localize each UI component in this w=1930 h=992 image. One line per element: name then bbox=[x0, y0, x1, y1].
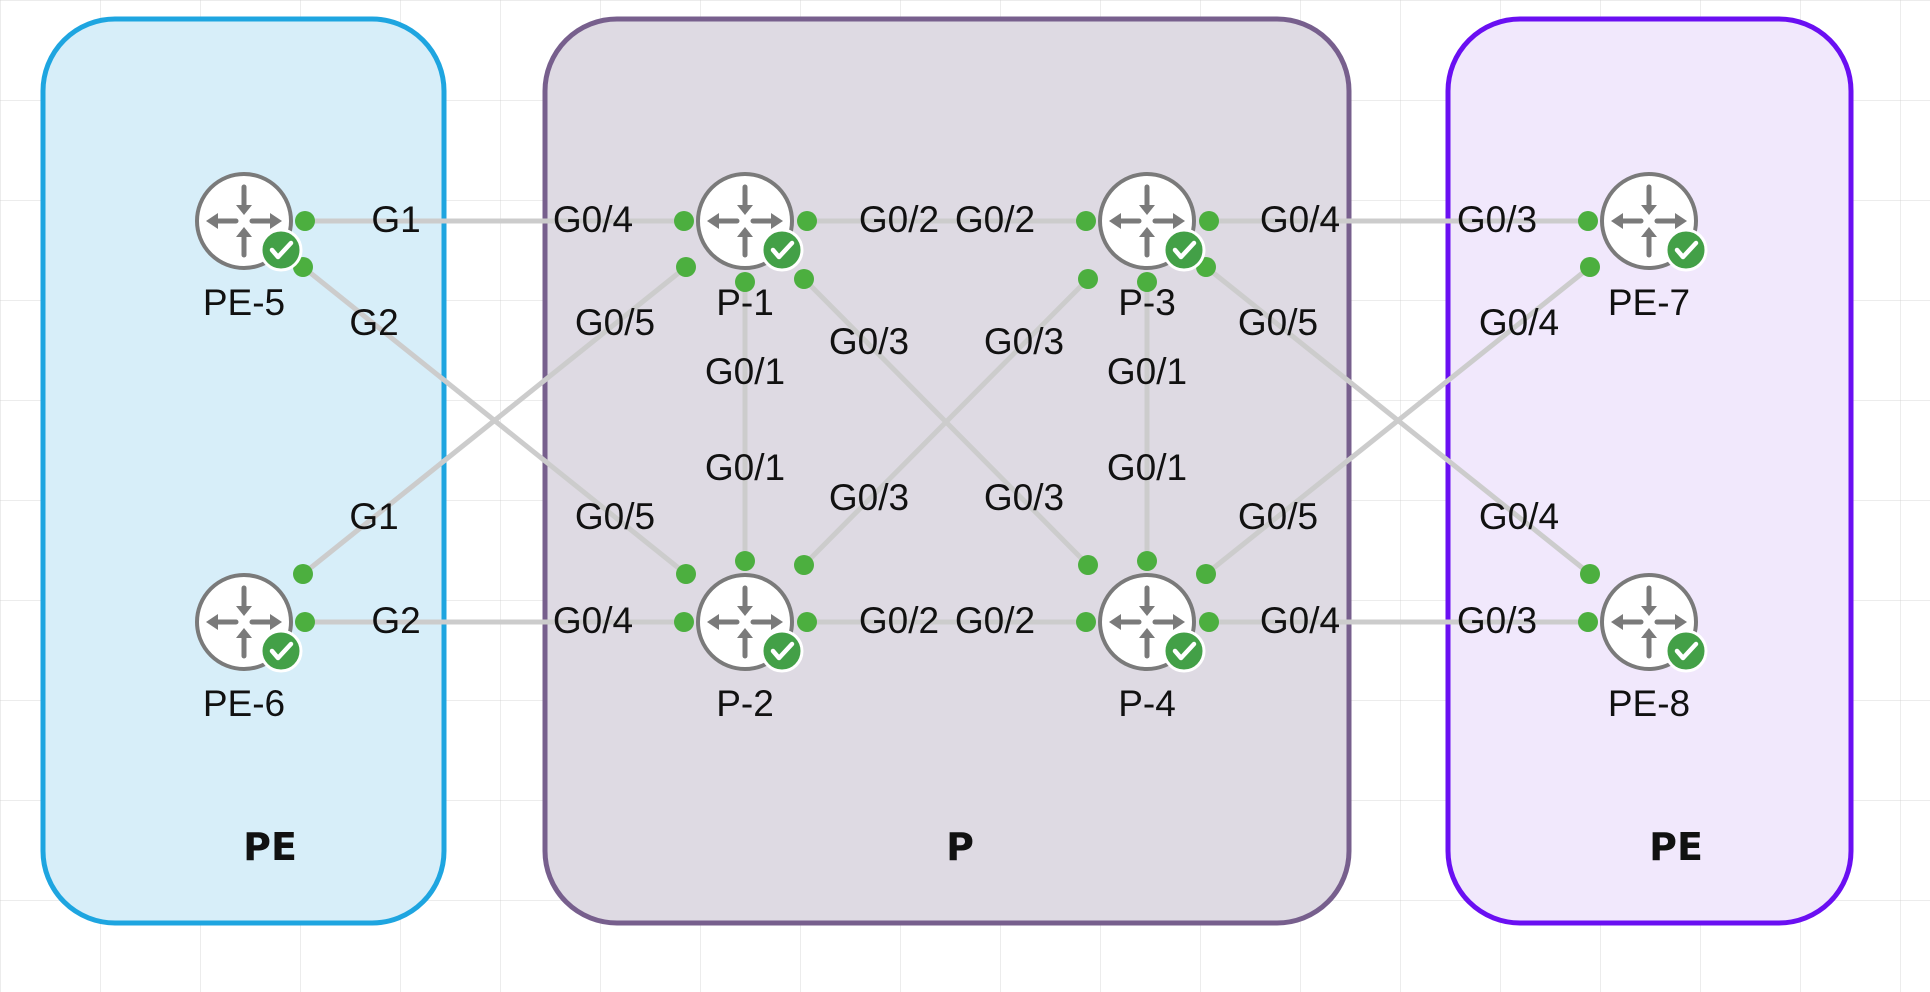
group-pe-right-box bbox=[1445, 16, 1854, 926]
port-label: G0/1 bbox=[705, 447, 785, 488]
port-dot[interactable] bbox=[1578, 612, 1598, 632]
group-pe-left-title: PE bbox=[243, 825, 297, 869]
group-pe-right-title: PE bbox=[1649, 825, 1703, 869]
node-pe-6[interactable]: PE-6 bbox=[197, 575, 301, 724]
port-dot[interactable] bbox=[1137, 551, 1157, 571]
ok-check-icon bbox=[261, 230, 301, 270]
port-label: G0/1 bbox=[705, 351, 785, 392]
port-dot[interactable] bbox=[293, 564, 313, 584]
link-p4-pe7[interactable] bbox=[1204, 265, 1592, 576]
node-label: PE-8 bbox=[1608, 683, 1690, 724]
port-label: G1 bbox=[371, 199, 420, 240]
group-pe-right[interactable]: PE bbox=[1445, 16, 1854, 926]
node-pe-8[interactable]: PE-8 bbox=[1602, 575, 1706, 724]
port-dot[interactable] bbox=[674, 211, 694, 231]
port-label: G0/3 bbox=[984, 321, 1064, 362]
port-label: G0/4 bbox=[553, 600, 633, 641]
port-label: G0/4 bbox=[1479, 496, 1559, 537]
port-label: G1 bbox=[349, 496, 398, 537]
group-p-core[interactable]: P bbox=[542, 16, 1352, 926]
port-dot[interactable] bbox=[676, 257, 696, 277]
port-dot[interactable] bbox=[1199, 612, 1219, 632]
port-dot[interactable] bbox=[797, 211, 817, 231]
port-dot[interactable] bbox=[1580, 564, 1600, 584]
link-p2-p3[interactable] bbox=[802, 277, 1090, 567]
link-pe6-p1[interactable] bbox=[301, 265, 688, 576]
node-label: P-3 bbox=[1118, 282, 1176, 323]
port-label: G0/2 bbox=[859, 600, 939, 641]
port-dot[interactable] bbox=[794, 269, 814, 289]
port-label: G0/5 bbox=[575, 496, 655, 537]
port-label: G0/1 bbox=[1107, 351, 1187, 392]
node-p-1[interactable]: P-1 bbox=[698, 174, 802, 323]
port-dot[interactable] bbox=[735, 272, 755, 292]
node-label: PE-5 bbox=[203, 282, 285, 323]
port-dots-layer bbox=[293, 211, 1600, 632]
port-dot[interactable] bbox=[1078, 269, 1098, 289]
port-label: G0/3 bbox=[829, 321, 909, 362]
port-label: G2 bbox=[349, 302, 398, 343]
port-dot[interactable] bbox=[676, 564, 696, 584]
port-label: G0/3 bbox=[829, 477, 909, 518]
node-label: P-1 bbox=[716, 282, 774, 323]
port-dot[interactable] bbox=[674, 612, 694, 632]
port-dot[interactable] bbox=[1580, 257, 1600, 277]
port-label: G0/2 bbox=[955, 199, 1035, 240]
ok-check-icon bbox=[261, 631, 301, 671]
port-dot[interactable] bbox=[1076, 211, 1096, 231]
node-pe-5[interactable]: PE-5 bbox=[197, 174, 301, 323]
port-label: G0/4 bbox=[1260, 600, 1340, 641]
port-label: G2 bbox=[371, 600, 420, 641]
node-label: P-4 bbox=[1118, 683, 1176, 724]
port-dot[interactable] bbox=[1196, 564, 1216, 584]
node-p-2[interactable]: P-2 bbox=[698, 575, 802, 724]
group-p-core-box bbox=[542, 16, 1352, 926]
node-label: PE-7 bbox=[1608, 282, 1690, 323]
node-pe-7[interactable]: PE-7 bbox=[1602, 174, 1706, 323]
port-label: G0/1 bbox=[1107, 447, 1187, 488]
port-label: G0/4 bbox=[553, 199, 633, 240]
port-label: G0/4 bbox=[1479, 302, 1559, 343]
ok-check-icon bbox=[762, 631, 802, 671]
port-label: G0/5 bbox=[1238, 302, 1318, 343]
port-dot[interactable] bbox=[735, 551, 755, 571]
port-label: G0/3 bbox=[984, 477, 1064, 518]
group-p-core-title: P bbox=[946, 825, 974, 869]
port-label: G0/3 bbox=[1457, 199, 1537, 240]
port-label: G0/3 bbox=[1457, 600, 1537, 641]
node-label: P-2 bbox=[716, 683, 774, 724]
port-dot[interactable] bbox=[1078, 555, 1098, 575]
port-label: G0/5 bbox=[575, 302, 655, 343]
port-dot[interactable] bbox=[295, 211, 315, 231]
ok-check-icon bbox=[1164, 631, 1204, 671]
port-dot[interactable] bbox=[295, 612, 315, 632]
port-dot[interactable] bbox=[794, 555, 814, 575]
ok-check-icon bbox=[762, 230, 802, 270]
port-labels-layer: G1 G0/4 G2 G0/5 G1 G0/5 G2 G0/4 G0/2 G0/… bbox=[349, 199, 1559, 641]
group-pe-left-box bbox=[40, 16, 447, 926]
port-label: G0/2 bbox=[955, 600, 1035, 641]
ok-check-icon bbox=[1164, 230, 1204, 270]
node-label: PE-6 bbox=[203, 683, 285, 724]
links-layer bbox=[301, 218, 1592, 625]
port-label: G0/5 bbox=[1238, 496, 1318, 537]
group-pe-left[interactable]: PE bbox=[40, 16, 447, 926]
port-dot[interactable] bbox=[1137, 272, 1157, 292]
port-dot[interactable] bbox=[1199, 211, 1219, 231]
ok-check-icon bbox=[1666, 230, 1706, 270]
port-label: G0/4 bbox=[1260, 199, 1340, 240]
ok-check-icon bbox=[1666, 631, 1706, 671]
port-label: G0/2 bbox=[859, 199, 939, 240]
port-dot[interactable] bbox=[1076, 612, 1096, 632]
port-dot[interactable] bbox=[797, 612, 817, 632]
node-p-3[interactable]: P-3 bbox=[1100, 174, 1204, 323]
node-p-4[interactable]: P-4 bbox=[1100, 575, 1204, 724]
port-dot[interactable] bbox=[1578, 211, 1598, 231]
